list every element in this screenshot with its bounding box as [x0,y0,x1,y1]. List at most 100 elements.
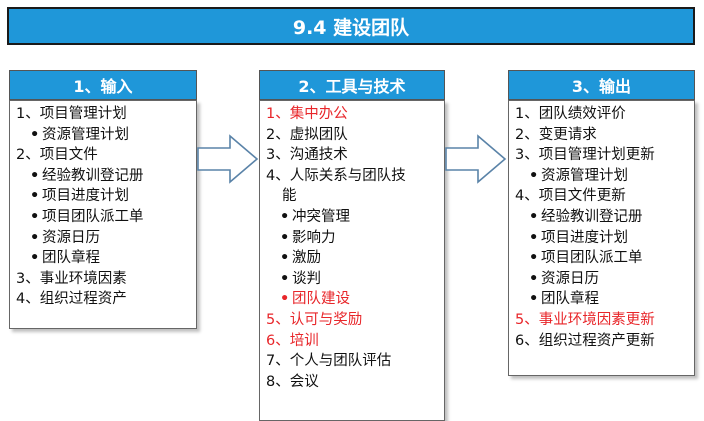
sub-list-item: •团队章程 [515,289,688,310]
list-item: 3、项目管理计划更新 [515,145,688,166]
list-item-text: 3、项目管理计划更新 [515,147,655,164]
list-item-text: 能 [282,188,297,205]
list-item-text: 项目进度计划 [42,188,129,205]
list-item: 4、组织过程资产 [16,289,190,310]
list-item-text: 团队章程 [541,291,599,308]
bullet-icon: • [529,250,539,267]
sub-list-item: •资源管理计划 [16,125,190,146]
list-item-text: 资源日历 [541,270,599,287]
list-item-text: 7、个人与团队评估 [266,353,392,370]
sub-list-item: •团队建设 [266,289,438,310]
list-item: 7、个人与团队评估 [266,351,438,372]
list-item-text: 经验教训登记册 [42,167,144,184]
sub-list-item: •资源日历 [515,269,688,290]
list-item-text: 5、事业环境因素更新 [515,311,655,328]
page-title-banner: 9.4 建设团队 [7,7,695,45]
list-item-text: 4、组织过程资产 [16,291,127,308]
list-item: 5、认可与奖励 [266,310,438,331]
list-item: 2、项目文件 [16,145,190,166]
list-item-text: 资源管理计划 [42,126,129,143]
inputs-header: 1、输入 [9,70,197,100]
list-item-text: 1、项目管理计划 [16,106,127,122]
list-item-text: 6、组织过程资产更新 [515,332,655,349]
bullet-icon: • [30,229,40,246]
list-item-text: 经验教训登记册 [541,208,643,225]
sub-list-item: •项目团队派工单 [515,248,688,269]
sub-list-item: •项目进度计划 [16,186,190,207]
list-item: 2、虚拟团队 [266,125,438,146]
bullet-icon: • [280,270,290,287]
arrow-right-icon [197,134,259,184]
list-item: 8、会议 [266,372,438,393]
list-item-text: 8、会议 [266,373,319,390]
bullet-icon: • [529,229,539,246]
sub-list-item: •影响力 [266,228,438,249]
sub-list-item: •激励 [266,248,438,269]
list-item: 3、事业环境因素 [16,269,190,290]
arrow-right-icon [445,134,507,184]
bullet-icon: • [30,208,40,225]
list-item: 能 [266,186,438,207]
list-item: 4、人际关系与团队技 [266,166,438,187]
sub-list-item: •项目团队派工单 [16,207,190,228]
bullet-icon: • [529,270,539,287]
list-item-text: 项目团队派工单 [42,208,144,225]
sub-list-item: •经验教训登记册 [16,166,190,187]
sub-list-item: •项目进度计划 [515,228,688,249]
list-item-text: 资源日历 [42,229,100,246]
list-item-text: 5、认可与奖励 [266,311,363,328]
bullet-icon: • [30,188,40,205]
list-item-text: 项目团队派工单 [541,250,643,267]
list-item: 5、事业环境因素更新 [515,310,688,331]
bullet-icon: • [280,229,290,246]
list-item-text: 资源管理计划 [541,167,628,184]
bullet-icon: • [30,250,40,267]
list-item-text: 影响力 [292,229,336,246]
list-item: 2、变更请求 [515,125,688,146]
outputs-header-label: 3、输出 [571,77,632,96]
list-item-text: 团队建设 [292,291,350,308]
list-item: 1、团队绩效评价 [515,104,688,125]
sub-list-item: •谈判 [266,269,438,290]
list-item-text: 团队章程 [42,250,100,267]
bullet-icon: • [280,291,290,308]
list-item: 6、组织过程资产更新 [515,331,688,352]
list-item: 1、集中办公 [266,104,438,125]
list-item-text: 4、项目文件更新 [515,188,626,205]
list-item: 6、培训 [266,331,438,352]
list-item: 3、沟通技术 [266,145,438,166]
list-item-text: 3、事业环境因素 [16,270,127,287]
sub-list-item: •资源管理计划 [515,166,688,187]
tools-header-label: 2、工具与技术 [298,77,406,96]
list-item-text: 2、项目文件 [16,147,98,164]
sub-list-item: •团队章程 [16,248,190,269]
inputs-header-label: 1、输入 [73,77,133,96]
list-item-text: 4、人际关系与团队技 [266,167,406,184]
sub-list-item: •资源日历 [16,228,190,249]
list-item-text: 冲突管理 [292,208,350,225]
bullet-icon: • [529,208,539,225]
page-title: 9.4 建设团队 [292,16,410,39]
list-item: 1、项目管理计划 [16,104,190,125]
tools-header: 2、工具与技术 [259,70,445,100]
list-item-text: 1、团队绩效评价 [515,106,626,122]
sub-list-item: •冲突管理 [266,207,438,228]
bullet-icon: • [280,250,290,267]
list-item: 4、项目文件更新 [515,186,688,207]
list-item-text: 6、培训 [266,332,319,349]
bullet-icon: • [280,208,290,225]
list-item-text: 1、集中办公 [266,106,348,122]
bullet-icon: • [30,167,40,184]
list-item-text: 2、变更请求 [515,126,597,143]
outputs-header: 3、输出 [508,70,695,100]
bullet-icon: • [529,291,539,308]
list-item-text: 激励 [292,250,321,267]
list-item-text: 3、沟通技术 [266,147,348,164]
list-item-text: 项目进度计划 [541,229,628,246]
